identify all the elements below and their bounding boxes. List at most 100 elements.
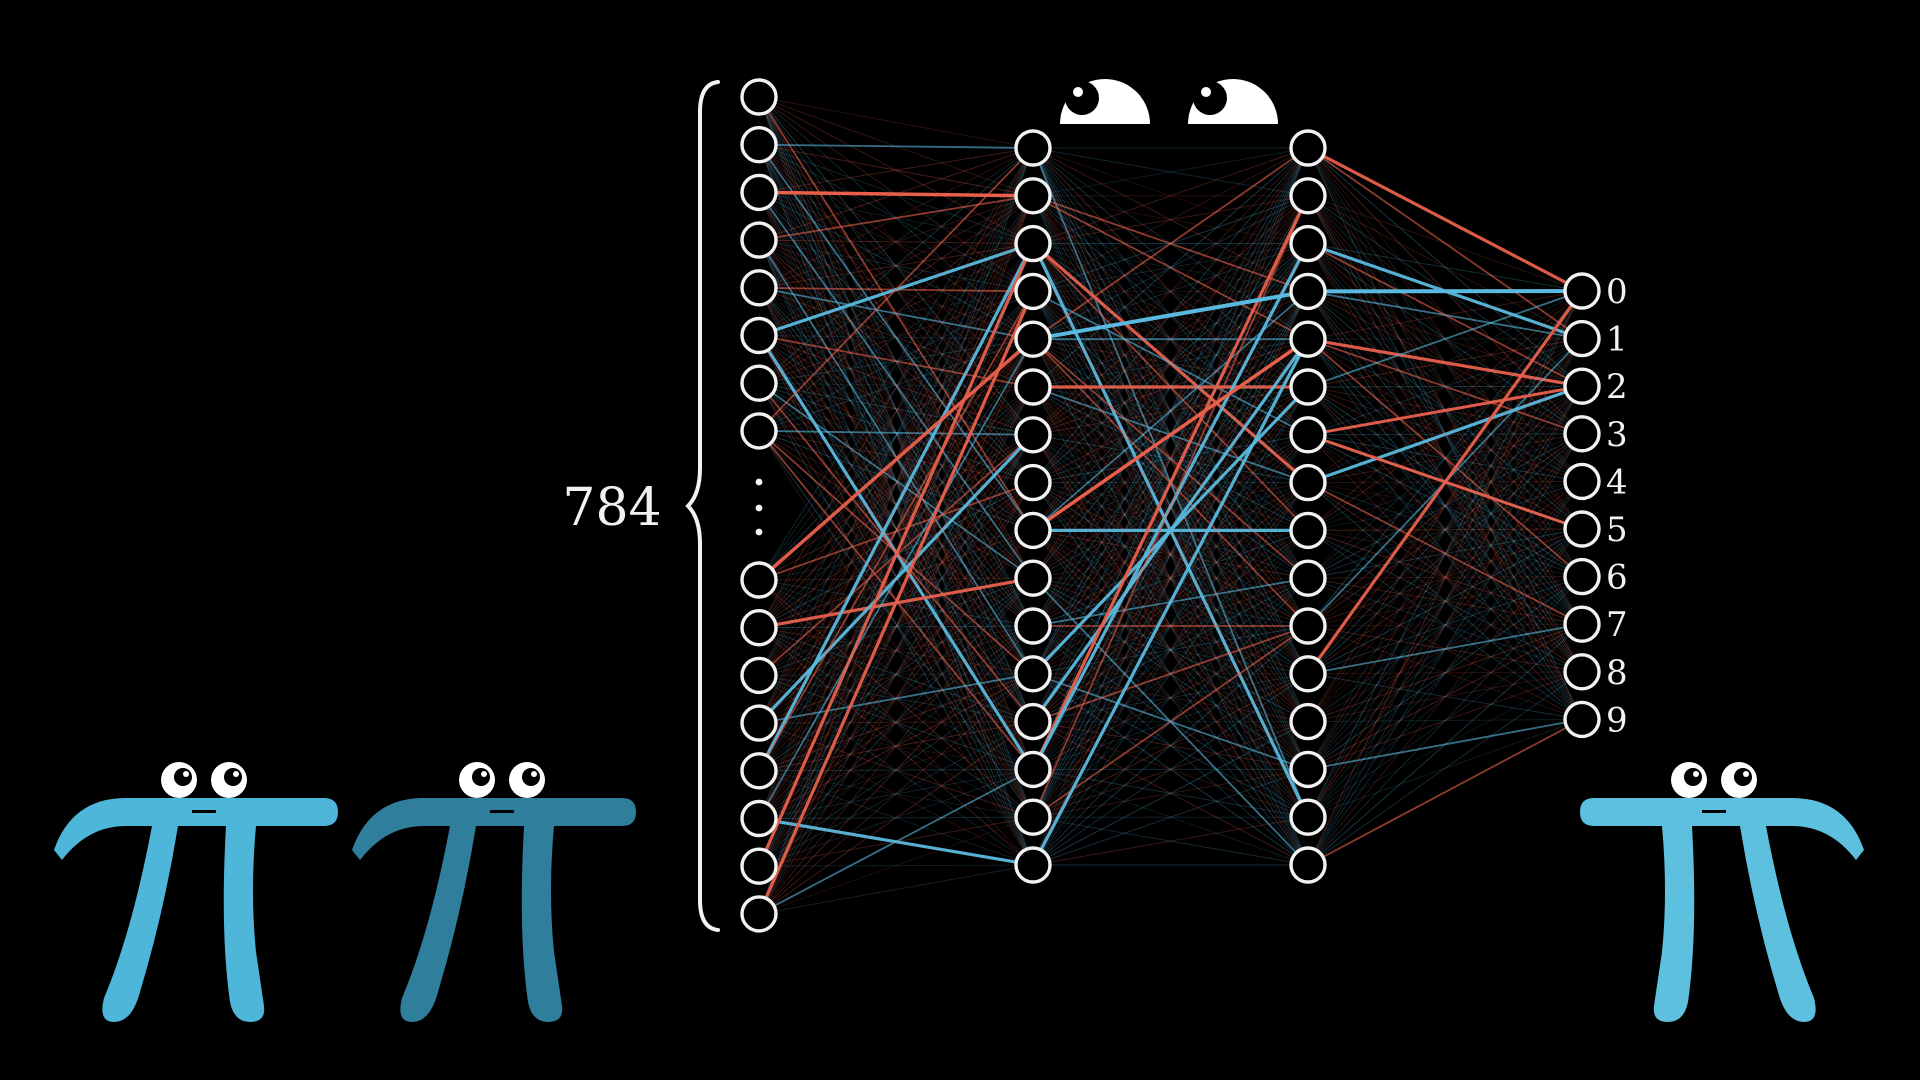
hidden1-hidden2-connection — [1032, 338, 1309, 818]
strong-weight-connection — [758, 190, 1034, 198]
hidden2-neuron — [1289, 846, 1327, 884]
hidden2-output-connection — [1307, 623, 1583, 770]
input-hidden1-connection — [758, 722, 1034, 770]
hidden1-hidden2-connection — [1032, 386, 1309, 531]
input-hidden1-connection — [758, 864, 1034, 915]
hidden2-neuron — [1289, 177, 1327, 215]
hidden1-hidden2-connection — [1032, 625, 1309, 818]
hidden2-output-connection — [1307, 481, 1583, 722]
hidden2-output-connection — [1307, 434, 1583, 720]
hidden1-hidden2-connection — [1032, 482, 1309, 818]
hidden1-hidden2-connection — [1032, 625, 1309, 866]
input-hidden1-connection — [758, 243, 1034, 289]
input-hidden1-connection — [758, 625, 1034, 772]
hidden2-neuron — [1289, 463, 1327, 502]
input-hidden1-connection — [758, 191, 1034, 292]
hidden2-output-connection — [1307, 480, 1583, 579]
hidden1-neuron — [1014, 655, 1052, 693]
input-hidden1-connection — [758, 721, 1034, 915]
input-hidden1-connection — [758, 768, 1034, 772]
input-hidden1-connection — [758, 243, 1034, 384]
input-hidden1-connection — [758, 430, 1034, 722]
input-hidden1-connection — [758, 147, 1034, 867]
input-hidden1-connection — [758, 143, 1034, 149]
hidden2-neuron — [1289, 798, 1327, 836]
hidden1-neuron — [1014, 463, 1052, 502]
input-hidden1-connection — [758, 147, 1034, 384]
hidden2-output-connection — [1307, 576, 1583, 818]
hidden1-hidden2-connection — [1032, 338, 1309, 770]
strong-weight-connection — [757, 337, 1035, 582]
input-hidden1-connection — [758, 721, 1034, 819]
hidden1-hidden2-connection — [1032, 147, 1309, 770]
hidden1-hidden2-connection — [1032, 482, 1309, 627]
hidden2-output-connection — [1307, 577, 1583, 625]
hidden1-hidden2-connection — [1032, 386, 1309, 866]
input-hidden1-connection — [758, 338, 1034, 629]
hidden1-hidden2-connection — [1032, 195, 1309, 483]
input-neuron — [740, 704, 778, 742]
input-hidden1-connection — [758, 530, 1034, 915]
input-hidden1-connection — [758, 382, 1034, 531]
input-hidden1-connection — [758, 430, 1034, 531]
hidden1-hidden2-connection — [1032, 625, 1309, 770]
hidden2-output-connection — [1307, 481, 1583, 625]
input-hidden1-connection — [758, 768, 1034, 867]
input-hidden1-connection — [758, 338, 1034, 432]
hidden2-output-connection — [1307, 384, 1583, 485]
hidden1-hidden2-connection — [1032, 482, 1309, 675]
input-hidden1-connection — [758, 290, 1034, 772]
input-hidden1-connection — [758, 577, 1034, 724]
input-hidden1-connection — [758, 243, 1034, 628]
input-hidden1-connection — [758, 770, 1034, 818]
hidden2-output-connection — [1307, 718, 1583, 818]
hidden2-output-connection — [1307, 481, 1583, 866]
hidden2-output-connection — [1307, 338, 1583, 579]
weight-connections — [757, 96, 1584, 915]
hidden2-output-connection — [1307, 673, 1583, 720]
hidden1-hidden2-connection — [1032, 338, 1309, 388]
pi-eyes-icon — [459, 762, 545, 813]
input-hidden1-connection — [758, 722, 1034, 866]
hidden1-hidden2-connection — [1032, 529, 1309, 579]
input-hidden1-connection — [758, 287, 1034, 531]
hidden1-hidden2-connection — [1032, 338, 1309, 818]
input-hidden1-connection — [758, 147, 1034, 724]
hidden1-hidden2-connection — [1031, 338, 1310, 866]
hidden2-output-connection — [1307, 528, 1583, 675]
hidden2-output-connection — [1307, 290, 1583, 818]
hidden1-hidden2-connection — [1032, 673, 1309, 866]
input-hidden1-connection — [758, 194, 1034, 241]
hidden2-output-connection — [1307, 433, 1583, 866]
output-neuron — [1563, 605, 1601, 643]
input-hidden1-connection — [758, 291, 1034, 867]
hidden2-output-connection — [1307, 623, 1583, 723]
hidden2-output-connection — [1307, 290, 1583, 436]
input-neuron — [740, 656, 778, 695]
hidden1-hidden2-connection — [1032, 195, 1309, 866]
input-neuron — [740, 173, 778, 212]
output-neuron — [1563, 367, 1601, 405]
hidden2-output-connection — [1307, 290, 1583, 866]
input-hidden1-connection — [758, 430, 1034, 818]
input-hidden1-connection — [758, 530, 1034, 819]
hidden1-hidden2-connection — [1032, 673, 1309, 818]
input-hidden1-connection — [758, 147, 1034, 628]
hidden2-output-connection — [1307, 433, 1583, 770]
hidden2-output-connection — [1307, 146, 1583, 293]
input-hidden1-connection — [758, 673, 1034, 867]
hidden1-hidden2-connection — [1032, 147, 1309, 436]
hidden1-hidden2-connection — [1032, 147, 1309, 579]
hidden2-output-connection — [1307, 338, 1583, 388]
hidden2-output-connection — [1307, 433, 1583, 627]
input-hidden1-connection — [758, 625, 1034, 819]
hidden1-hidden2-connection — [1032, 195, 1309, 388]
hidden2-output-connection — [1307, 623, 1583, 866]
input-hidden1-connection — [758, 96, 1034, 149]
hidden1-hidden2-connection — [1032, 434, 1309, 484]
hidden1-hidden2-connection — [1032, 625, 1309, 675]
hidden1-hidden2-connection — [1032, 434, 1309, 484]
hidden1-hidden2-connection — [1032, 147, 1309, 245]
hidden1-hidden2-connection — [1032, 530, 1309, 770]
hidden1-neuron — [1014, 177, 1052, 215]
